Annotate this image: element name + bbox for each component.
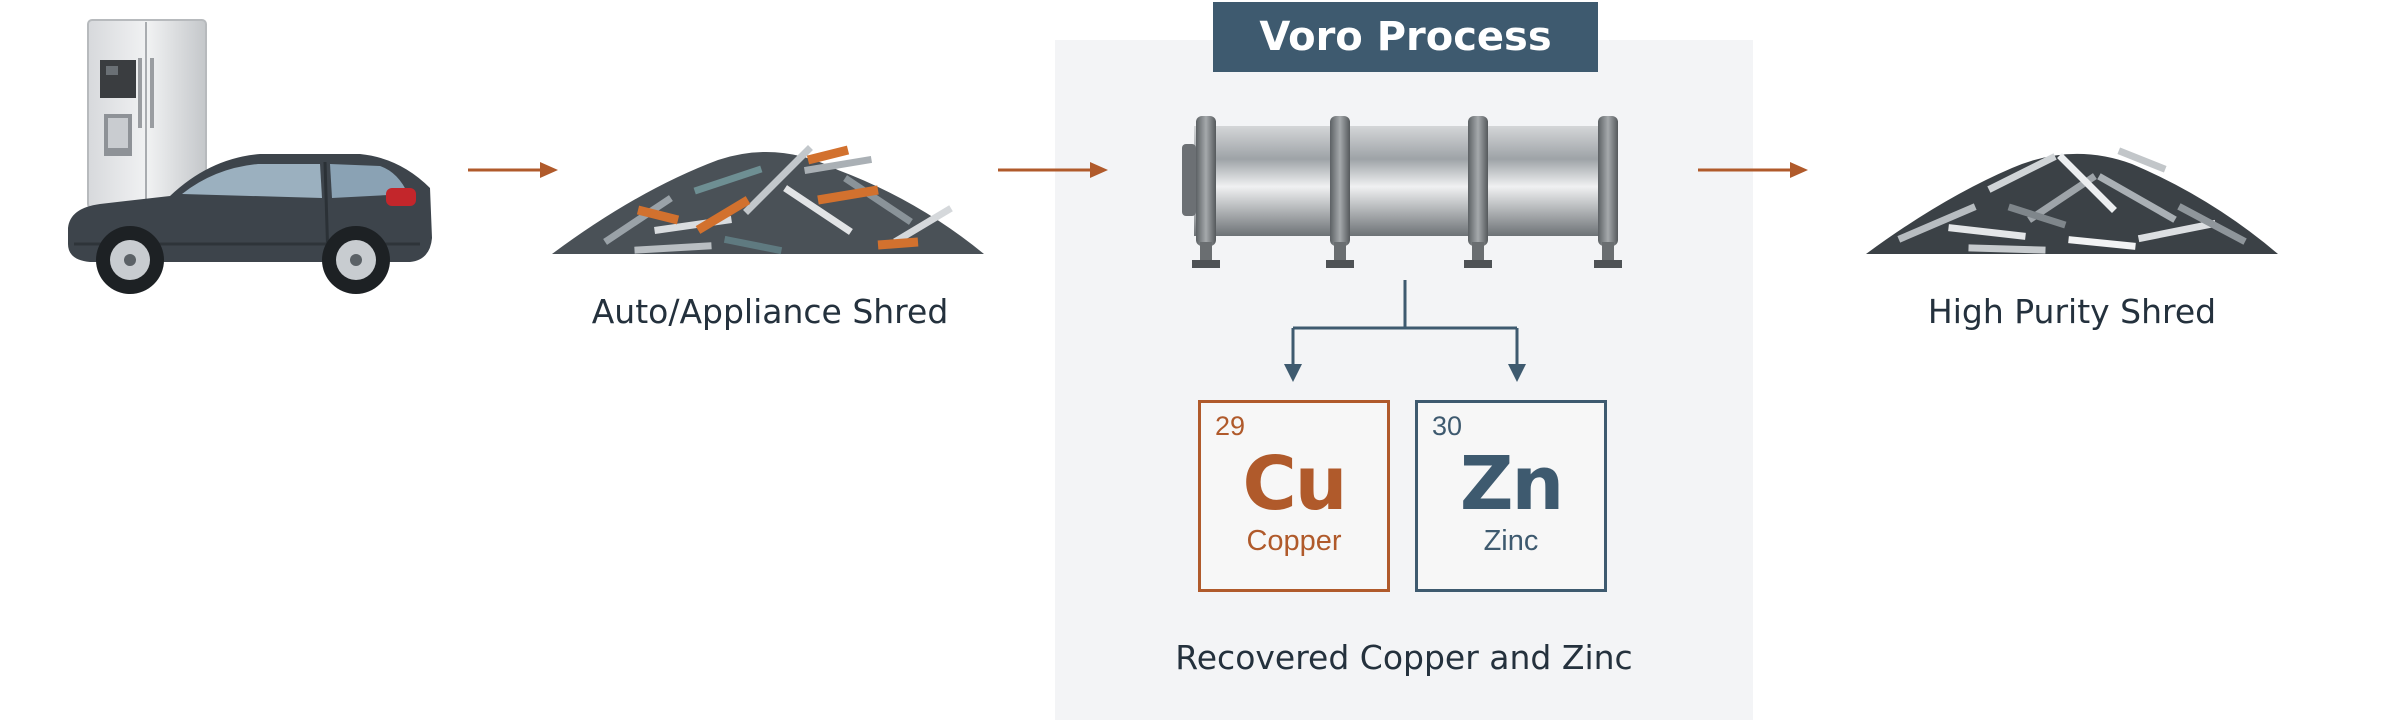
scrap-pile-icon xyxy=(552,145,984,255)
element-tile-zinc: 30 Zn Zinc xyxy=(1415,400,1607,592)
process-drum-icon xyxy=(1182,116,1622,268)
process-title: Voro Process xyxy=(1213,2,1598,72)
copper-symbol: Cu xyxy=(1242,441,1348,527)
recovered-label: Recovered Copper and Zinc xyxy=(1175,638,1633,677)
copper-name: Copper xyxy=(1246,525,1342,557)
branch-arrows xyxy=(1284,280,1526,382)
input-shred-label: Auto/Appliance Shred xyxy=(591,292,949,331)
suv-car-icon xyxy=(68,154,432,294)
zinc-name: Zinc xyxy=(1483,525,1539,557)
flow-arrow-2 xyxy=(998,162,1108,178)
flow-arrow-1 xyxy=(468,162,558,178)
zinc-symbol: Zn xyxy=(1459,441,1564,527)
flow-arrow-3 xyxy=(1698,162,1808,178)
element-tile-copper: 29 Cu Copper xyxy=(1198,400,1390,592)
refrigerator-icon xyxy=(87,19,207,209)
output-shred-label: High Purity Shred xyxy=(1927,292,2217,331)
copper-atomic-number: 29 xyxy=(1215,411,1246,441)
clean-shred-pile-icon xyxy=(1866,147,2278,254)
zinc-atomic-number: 30 xyxy=(1432,411,1463,441)
